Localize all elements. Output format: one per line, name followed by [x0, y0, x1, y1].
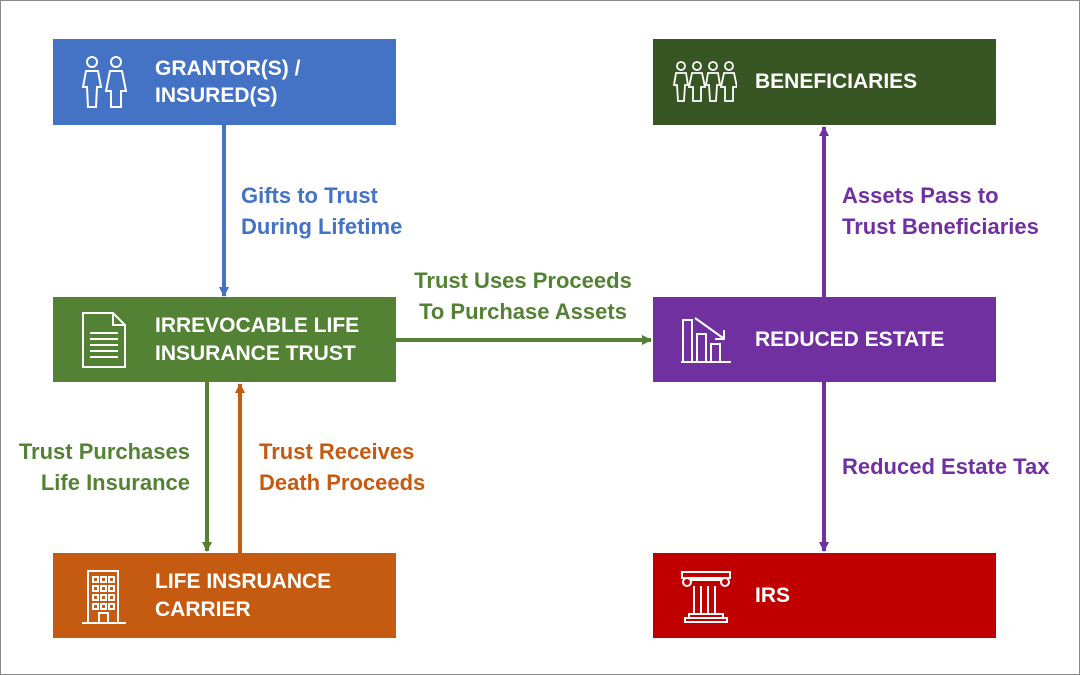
beneficiaries-box: BENEFICIARIES: [653, 39, 996, 125]
document-icon: [79, 311, 129, 369]
flow-label-proceeds: Trust Uses Proceeds To Purchase Assets: [414, 268, 632, 324]
beneficiaries-label: BENEFICIARIES: [755, 70, 918, 94]
irs-box: IRS: [653, 553, 996, 638]
carrier-label-line1: LIFE INSRUANCE: [155, 570, 332, 594]
flow-label-reduced-tax: Reduced Estate Tax: [842, 454, 1050, 479]
flow-label-assets-pass: Assets Pass to Trust Beneficiaries: [842, 183, 1039, 239]
ilit-box: IRREVOCABLE LIFE INSURANCE TRUST: [53, 297, 396, 382]
declining-chart-icon: [679, 314, 733, 366]
couple-icon: [79, 54, 129, 110]
reduced-estate-box: REDUCED ESTATE: [653, 297, 996, 382]
irs-label: IRS: [755, 583, 791, 607]
reduced-estate-label: REDUCED ESTATE: [755, 327, 945, 351]
column-icon: [679, 568, 733, 624]
grantor-label-line1: GRANTOR(S) /: [155, 56, 301, 80]
grantor-box: GRANTOR(S) / INSURED(S): [53, 39, 396, 125]
flow-label-gifts: Gifts to Trust During Lifetime: [241, 183, 403, 239]
ilit-label-line2: INSURANCE TRUST: [155, 341, 356, 365]
carrier-box: LIFE INSRUANCE CARRIER: [53, 553, 396, 638]
ilit-label-line1: IRREVOCABLE LIFE: [155, 314, 360, 338]
building-icon: [79, 567, 129, 625]
grantor-label-line2: INSURED(S): [155, 84, 278, 107]
family-icon: [673, 60, 737, 104]
carrier-label-line2: CARRIER: [155, 597, 251, 621]
flow-label-purchases: Trust Purchases Life Insurance: [18, 439, 190, 495]
flow-label-receives: Trust Receives Death Proceeds: [259, 439, 426, 495]
